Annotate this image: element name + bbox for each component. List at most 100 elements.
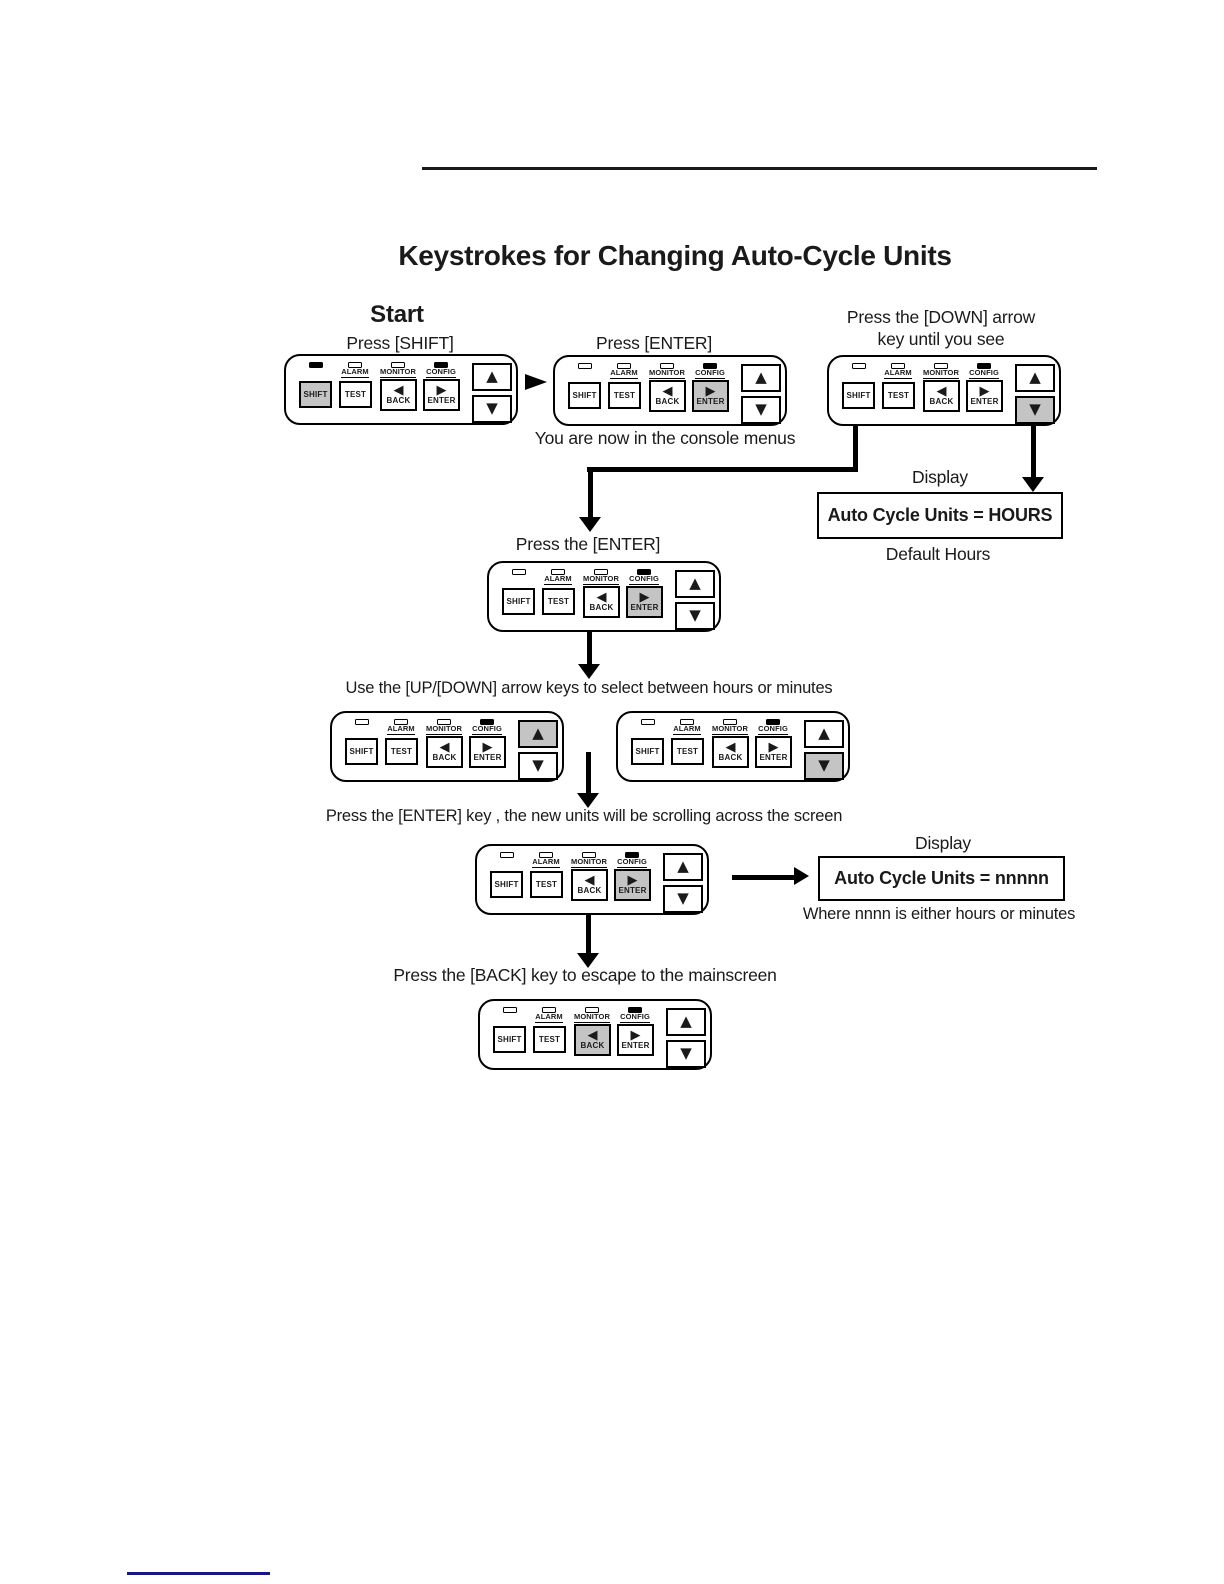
up-arrow-key: ▲ <box>472 363 512 391</box>
test-key-label: TEST <box>613 390 636 400</box>
enter-key: ▶ENTER <box>617 1024 654 1056</box>
up-arrow-icon: ▲ <box>532 724 544 743</box>
label-step4-caption: Press the [ENTER] <box>515 534 661 554</box>
alarm-led-label: ALARM <box>341 367 369 378</box>
config-led <box>637 569 651 575</box>
label-step2-caption: Press [ENTER] <box>595 333 713 353</box>
monitor-led-label: MONITOR <box>380 367 416 378</box>
back-key: ◀BACK <box>574 1024 611 1056</box>
alarm-led <box>539 852 553 858</box>
down-arrow-icon: ▼ <box>680 1044 692 1063</box>
left-arrow-icon: ◀ <box>439 740 450 756</box>
shift-key-label: SHIFT <box>494 879 519 889</box>
label-step6-caption: Press the [ENTER] key , the new units wi… <box>325 807 843 825</box>
left-arrow-icon: ◀ <box>596 590 607 606</box>
down-arrow-key: ▼ <box>675 602 715 630</box>
connector-vline <box>853 424 858 471</box>
back-key-label: BACK <box>580 1040 605 1050</box>
label-console-note: You are now in the console menus <box>534 428 796 448</box>
diagram-title: Keystrokes for Changing Auto-Cycle Units <box>398 240 952 271</box>
display2-text: Auto Cycle Units = nnnnn <box>834 868 1049 888</box>
shift-led <box>852 363 866 369</box>
monitor-led <box>660 363 674 369</box>
down-arrow-key: ▼ <box>1015 396 1055 424</box>
enter-key-label: ENTER <box>618 885 647 895</box>
monitor-led-label: MONITOR <box>426 724 462 735</box>
label-step7-caption: Press the [BACK] key to escape to the ma… <box>393 965 777 985</box>
test-key-label: TEST <box>344 389 367 399</box>
left-arrow-icon: ◀ <box>662 384 673 400</box>
monitor-led-group: MONITOR <box>423 719 465 735</box>
footer-link-rule <box>127 1572 270 1575</box>
down-arrow-key: ▼ <box>663 885 703 913</box>
down-arrow-icon: ▼ <box>486 399 498 418</box>
enter-key-label: ENTER <box>630 602 659 612</box>
back-key-label: BACK <box>655 396 680 406</box>
config-led-label: CONFIG <box>758 724 788 735</box>
test-key: TEST <box>671 738 704 765</box>
enter-key: ▶ENTER <box>614 869 651 901</box>
monitor-led-group: MONITOR <box>920 363 962 379</box>
shift-key: SHIFT <box>345 738 378 765</box>
monitor-led <box>437 719 451 725</box>
shift-led <box>309 362 323 368</box>
alarm-led-group: ALARM <box>537 569 579 585</box>
down-arrow-icon <box>577 793 599 808</box>
up-arrow-icon: ▲ <box>755 368 767 387</box>
enter-key-label: ENTER <box>473 752 502 762</box>
alarm-led <box>348 362 362 368</box>
shift-key-label: SHIFT <box>506 596 531 606</box>
test-key-label: TEST <box>676 746 699 756</box>
alarm-led <box>542 1007 556 1013</box>
shift-key: SHIFT <box>631 738 664 765</box>
alarm-led-label: ALARM <box>884 368 912 379</box>
shift-led <box>503 1007 517 1013</box>
label-display1-caption: Default Hours <box>885 544 991 564</box>
back-key: ◀BACK <box>923 380 960 412</box>
shift-key: SHIFT <box>490 871 523 898</box>
shift-led-group <box>496 1007 524 1013</box>
config-led <box>625 852 639 858</box>
enter-key-label: ENTER <box>696 396 725 406</box>
down-arrow-icon: ▼ <box>677 889 689 908</box>
monitor-led <box>594 569 608 575</box>
monitor-led-label: MONITOR <box>571 857 607 868</box>
monitor-led-label: MONITOR <box>712 724 748 735</box>
config-led-label: CONFIG <box>695 368 725 379</box>
shift-led <box>641 719 655 725</box>
enter-key: ▶ENTER <box>626 586 663 618</box>
test-key: TEST <box>385 738 418 765</box>
enter-key-label: ENTER <box>970 396 999 406</box>
down-arrow-icon: ▼ <box>1029 400 1041 419</box>
test-key-label: TEST <box>390 746 413 756</box>
shift-led-group <box>493 852 521 858</box>
left-arrow-icon: ◀ <box>936 384 947 400</box>
test-key: TEST <box>608 382 641 409</box>
monitor-led-group: MONITOR <box>580 569 622 585</box>
config-led-group: CONFIG <box>614 1007 656 1023</box>
left-arrow-icon: ◀ <box>393 383 404 399</box>
label-display2-caption: Where nnnn is either hours or minutes <box>802 905 1076 923</box>
alarm-led-label: ALARM <box>387 724 415 735</box>
down-arrow-stem <box>586 914 591 954</box>
up-arrow-key: ▲ <box>666 1008 706 1036</box>
config-led <box>480 719 494 725</box>
down-arrow-key: ▼ <box>804 752 844 780</box>
enter-key-label: ENTER <box>427 395 456 405</box>
shift-led-group <box>845 363 873 369</box>
shift-key: SHIFT <box>842 382 875 409</box>
up-arrow-key: ▲ <box>804 720 844 748</box>
shift-led-group <box>302 362 330 368</box>
shift-key: SHIFT <box>502 588 535 615</box>
display2-box: Auto Cycle Units = nnnnn <box>818 856 1065 901</box>
up-arrow-key: ▲ <box>675 570 715 598</box>
right-arrow-icon: ▶ <box>627 873 638 889</box>
enter-key-label: ENTER <box>621 1040 650 1050</box>
display1-text: Auto Cycle Units = HOURS <box>827 505 1053 525</box>
left-arrow-icon: ◀ <box>587 1028 598 1044</box>
down-arrow-icon <box>1022 477 1044 492</box>
